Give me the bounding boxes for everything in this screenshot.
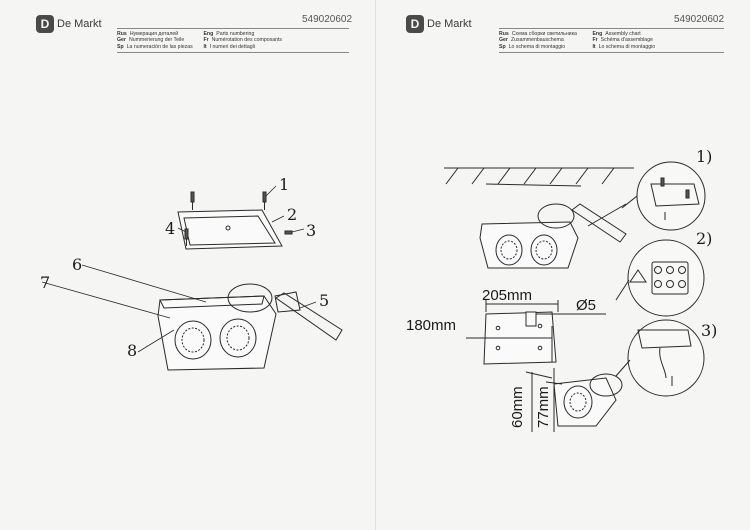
callout-4: 4: [165, 219, 175, 238]
callout-2: 2: [287, 205, 297, 224]
model-code: 549020602: [674, 14, 725, 25]
dim-depth-77: 77mm: [535, 386, 552, 428]
header-divider: [117, 28, 349, 29]
callout-8: 8: [127, 341, 137, 360]
assembly-diagram: 1) 2) 3) 205mm Ø5 180mm 60mm 77mm: [406, 147, 717, 432]
logo-mark: D: [406, 15, 424, 33]
screw: [184, 228, 189, 246]
header-divider: [499, 28, 724, 29]
screw: [190, 191, 195, 210]
lamp-arm: [274, 291, 343, 341]
callout-7: 7: [40, 273, 50, 292]
screw: [284, 230, 293, 235]
detail-step-3: [615, 319, 705, 397]
mounting-plate: [177, 209, 283, 250]
mounting-plate-dimensions: [466, 300, 606, 365]
callout-1: 1: [279, 175, 289, 194]
detail-step-1: [621, 161, 706, 231]
model-code: 549020602: [302, 14, 353, 25]
callout-5: 5: [319, 291, 329, 310]
parts-diagram: 1 2 3 4 5 6 7 8: [40, 175, 343, 371]
step-1-label: 1): [696, 147, 712, 166]
screw: [262, 191, 267, 210]
lamp-top-view: [479, 203, 627, 269]
lamp-body: [157, 283, 277, 371]
logo-text: De Markt: [427, 18, 472, 30]
footer-divider: [117, 52, 349, 53]
lamp-side-view: [525, 368, 623, 432]
dim-height: 180mm: [406, 317, 456, 334]
ceiling: [444, 167, 634, 187]
logo-mark: D: [36, 15, 54, 33]
brand-logo: D De Markt: [36, 15, 102, 33]
callout-3: 3: [306, 221, 316, 240]
footer-divider: [499, 52, 724, 53]
callout-6: 6: [72, 255, 82, 274]
dim-hole: Ø5: [576, 297, 596, 314]
brand-logo: D De Markt: [406, 15, 472, 33]
detail-step-2: [615, 239, 705, 317]
logo-text: De Markt: [57, 18, 102, 30]
dim-depth-60: 60mm: [509, 386, 526, 428]
dim-width: 205mm: [482, 287, 532, 304]
leader-lines: [41, 185, 317, 353]
step-2-label: 2): [696, 229, 712, 248]
step-3-label: 3): [701, 321, 717, 340]
